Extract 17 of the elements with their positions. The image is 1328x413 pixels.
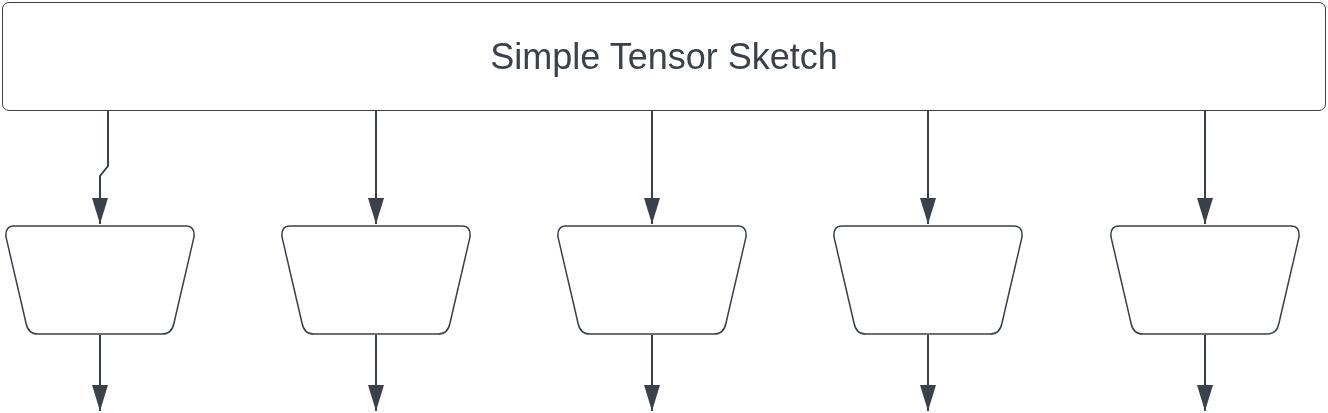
trapezoid-shape (280, 225, 472, 335)
trapezoid-shape (832, 225, 1024, 335)
trapezoid-shape (4, 225, 196, 335)
arrow (644, 110, 660, 225)
arrow (644, 334, 660, 412)
trapezoid-shape (556, 225, 748, 335)
title-text: Simple Tensor Sketch (490, 35, 838, 78)
arrow (920, 334, 936, 412)
arrow (92, 110, 109, 225)
arrow (92, 334, 108, 412)
arrow (920, 110, 936, 225)
trapezoid-shape (1109, 225, 1301, 335)
arrow (368, 110, 384, 225)
arrow (1197, 110, 1213, 225)
arrow (368, 334, 384, 412)
arrow (1197, 334, 1213, 412)
title-box (2, 2, 1326, 111)
